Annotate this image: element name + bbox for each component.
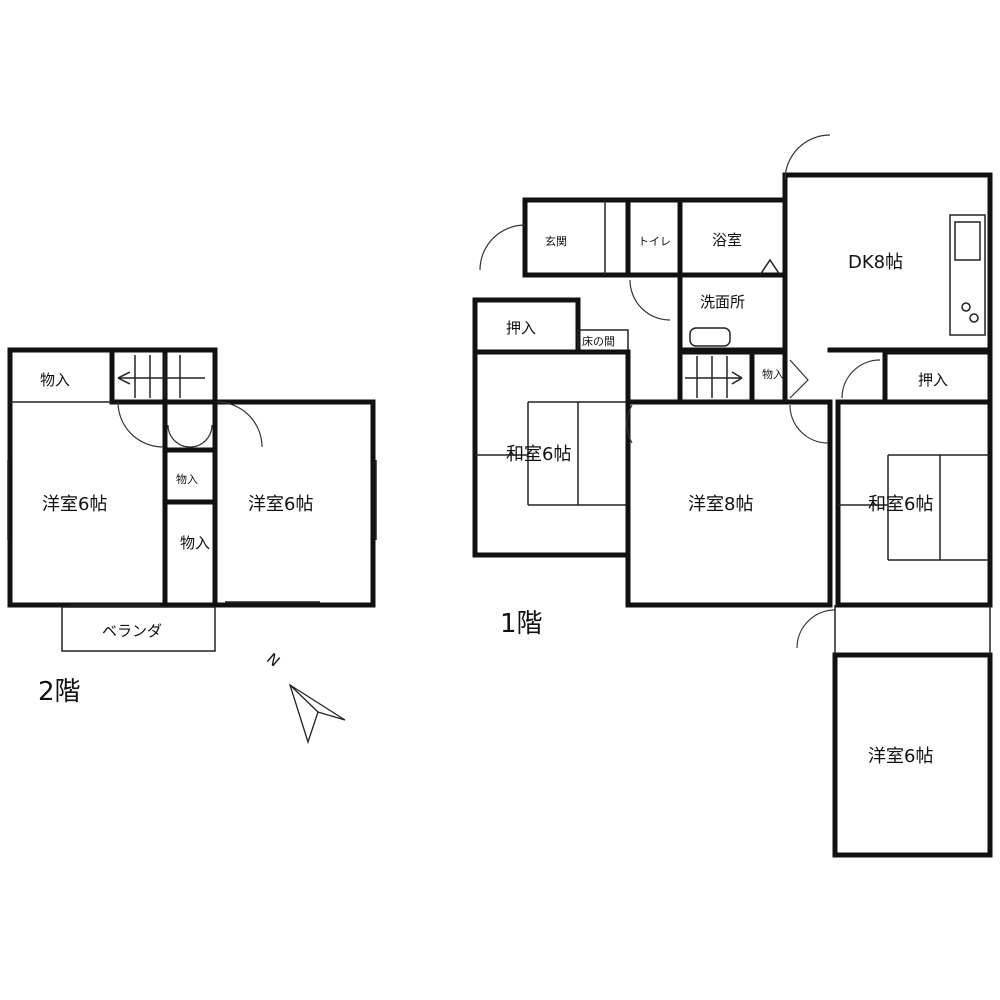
washroom-wall xyxy=(677,272,788,353)
closet-door-arc[interactable] xyxy=(789,359,809,399)
veranda xyxy=(61,606,216,652)
door-arc[interactable] xyxy=(841,359,881,399)
closet-door-arc[interactable] xyxy=(167,424,213,448)
closet-low-label: 物入 xyxy=(180,534,210,552)
washitsu-west-label: 和室6帖 xyxy=(506,444,571,465)
toilet-door-arc[interactable] xyxy=(629,279,671,321)
washitsu-east-label: 和室6帖 xyxy=(868,494,933,515)
compass-north-label: N xyxy=(263,649,283,670)
vent-icon xyxy=(759,258,781,276)
door-arc[interactable] xyxy=(789,404,829,444)
stove-icon xyxy=(961,302,971,312)
bath-label: 浴室 xyxy=(712,231,742,249)
dk-label: DK8帖 xyxy=(848,252,903,273)
closet-1f-label: 物入 xyxy=(762,367,784,381)
floor-1-label: 1階 xyxy=(500,609,543,639)
closet-low-wall xyxy=(162,499,218,608)
toilet-label: トイレ xyxy=(638,235,671,248)
entrance-door-arc[interactable] xyxy=(479,224,526,271)
stairs xyxy=(117,355,205,398)
stove-icon xyxy=(969,313,979,323)
stairs-1f xyxy=(685,356,743,398)
washitsu-east-wall xyxy=(835,399,993,608)
door-arc[interactable] xyxy=(626,404,633,444)
door-arc[interactable] xyxy=(117,401,164,448)
youshitsu-6-wall xyxy=(832,652,993,858)
youshitsu-8-label: 洋室8帖 xyxy=(688,494,753,515)
closet-mid-label: 物入 xyxy=(176,472,198,486)
room-east-label: 洋室6帖 xyxy=(248,494,313,515)
oshiire-east-label: 押入 xyxy=(918,371,948,389)
door-arc[interactable] xyxy=(216,401,263,448)
stair-block-wall xyxy=(109,347,218,405)
youshitsu-6-label: 洋室6帖 xyxy=(868,746,933,767)
compass-icon xyxy=(288,683,346,745)
dk-door-arc[interactable] xyxy=(784,134,831,181)
tokonoma-label: 床の間 xyxy=(582,334,615,348)
tatami-lines-east xyxy=(838,454,990,561)
kitchen-counter xyxy=(949,214,986,336)
washbasin-icon xyxy=(689,327,731,347)
floor-2-plan xyxy=(7,347,377,652)
door-arc[interactable] xyxy=(796,609,836,649)
oshiire-west-label: 押入 xyxy=(506,319,536,337)
entrance-wall xyxy=(522,197,631,278)
room-west-wall xyxy=(7,347,168,608)
washroom-label: 洗面所 xyxy=(700,293,745,311)
closet-top-label: 物入 xyxy=(40,371,70,389)
sink-icon xyxy=(954,221,981,261)
room-west-label: 洋室6帖 xyxy=(42,494,107,515)
floor-1-plan xyxy=(472,134,993,858)
veranda-label: ベランダ xyxy=(102,622,162,640)
dk-wall xyxy=(782,172,993,353)
entrance-label: 玄関 xyxy=(545,234,567,248)
floor-2-label: 2階 xyxy=(38,677,81,707)
youshitsu-8-wall xyxy=(625,399,833,608)
tatami-lines xyxy=(475,401,628,506)
